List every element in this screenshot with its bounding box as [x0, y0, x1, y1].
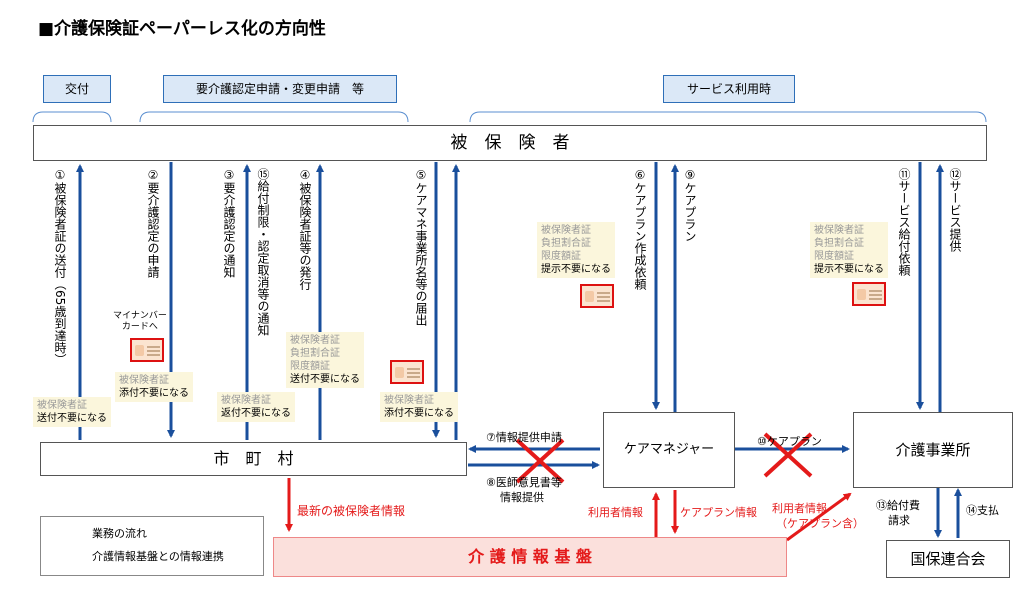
note-6-gray1: 被保険者証: [541, 225, 591, 236]
legend-box: [40, 516, 264, 576]
legend-red-label: 介護情報基盤との情報連携: [92, 550, 224, 563]
flow-label-9: ⑨ケアプラン: [683, 168, 697, 242]
phase-service-use: サービス利用時: [663, 75, 795, 103]
note-2: 被保険者証 添付不要になる: [115, 372, 193, 402]
user-info-label: 利用者情報: [588, 506, 643, 519]
flow-label-12: ⑫サービス提供: [948, 168, 962, 252]
note-6-black: 提示不要になる: [541, 264, 611, 275]
note-3: 被保険者証 返付不要になる: [217, 392, 295, 422]
note-4-gray2: 負担割合証: [290, 348, 340, 359]
note-4-gray3: 限度額証: [290, 361, 330, 372]
user-info-label-2b: （ケアプラン含）: [776, 517, 864, 530]
note-6: 被保険者証 負担割合証 限度額証 提示不要になる: [537, 222, 615, 278]
flow-label-14: ⑭支払: [966, 504, 999, 517]
note-2-gray: 被保険者証: [119, 375, 169, 386]
note-3-gray: 被保険者証: [221, 395, 271, 406]
note-4: 被保険者証 負担割合証 限度額証 送付不要になる: [286, 332, 364, 388]
flow-label-10: ⑩ケアプラン: [757, 435, 822, 448]
phase-application: 要介護認定申請・変更申請 等: [163, 75, 397, 103]
user-info-label-2a: 利用者情報: [772, 502, 827, 515]
municipality-bar: 市 町 村: [40, 442, 467, 476]
legend-blue-label: 業務の流れ: [92, 527, 147, 540]
flow-label-5: ⑤ケアマネ事業所名等の届出: [414, 168, 428, 326]
flow-label-7: ⑦情報提供申請: [486, 431, 562, 444]
note-2-black: 添付不要になる: [119, 388, 189, 399]
care-office-box: 介護事業所: [853, 412, 1013, 488]
note-5: 被保険者証 添付不要になる: [380, 392, 458, 422]
careplan-info-label: ケアプラン情報: [680, 506, 757, 519]
note-7-gray3: 限度額証: [814, 251, 854, 262]
flow-label-15: ⑮給付制限・認定取消等の通知: [256, 168, 270, 336]
note-1-gray: 被保険者証: [37, 400, 87, 411]
note-7: 被保険者証 負担割合証 限度額証 提示不要になる: [810, 222, 888, 278]
note-5-gray: 被保険者証: [384, 395, 434, 406]
note-1: 被保険者証 送付不要になる: [33, 397, 111, 427]
note-1-black: 送付不要になる: [37, 413, 107, 424]
phase-issuance: 交付: [43, 75, 111, 103]
flow-label-3: ③要介護認定の通知: [222, 168, 236, 278]
mynumber-card-label: マイナンバー カードへ: [113, 311, 167, 333]
flow-label-11: ⑪サービス給付依頼: [897, 168, 911, 276]
note-7-black: 提示不要になる: [814, 264, 884, 275]
note-5-black: 添付不要になる: [384, 408, 454, 419]
insured-person-bar: 被 保 険 者: [33, 125, 987, 161]
mynumber-card-icon: [390, 360, 424, 384]
mynumber-card-icon: [130, 338, 164, 362]
note-7-gray2: 負担割合証: [814, 238, 864, 249]
flow-label-8a: ⑧医師意見書等: [486, 476, 562, 489]
note-6-gray2: 負担割合証: [541, 238, 591, 249]
flow-label-13b: 請求: [888, 514, 910, 527]
note-7-gray1: 被保険者証: [814, 225, 864, 236]
note-3-black: 返付不要になる: [221, 408, 291, 419]
latest-insured-info-label: 最新の被保険者情報: [297, 504, 406, 518]
flow-label-13a: ⑬給付費: [876, 499, 920, 512]
mynumber-card-icon: [852, 282, 886, 306]
flow-label-1: ①被保険者証の送付（65歳到達時）: [53, 168, 67, 366]
page-title: ■介護保険証ペーパーレス化の方向性: [38, 19, 326, 39]
care-info-platform: 介 護 情 報 基 盤: [273, 537, 787, 577]
mynumber-card-icon: [580, 284, 614, 308]
flow-label-4: ④被保険者証等の発行: [298, 168, 312, 290]
flow-label-6: ⑥ケアプラン作成依頼: [633, 168, 647, 290]
mynumber-line1: マイナンバー: [113, 311, 167, 321]
note-6-gray3: 限度額証: [541, 251, 581, 262]
note-4-gray1: 被保険者証: [290, 335, 340, 346]
care-manager-box: ケアマネジャー: [603, 412, 735, 488]
flow-label-8b: 情報提供: [500, 491, 544, 504]
flow-label-2: ②要介護認定の申請: [146, 168, 160, 278]
mynumber-line2: カードへ: [121, 322, 158, 332]
kokuho-box: 国保連合会: [886, 540, 1010, 578]
note-4-black: 送付不要になる: [290, 374, 360, 385]
